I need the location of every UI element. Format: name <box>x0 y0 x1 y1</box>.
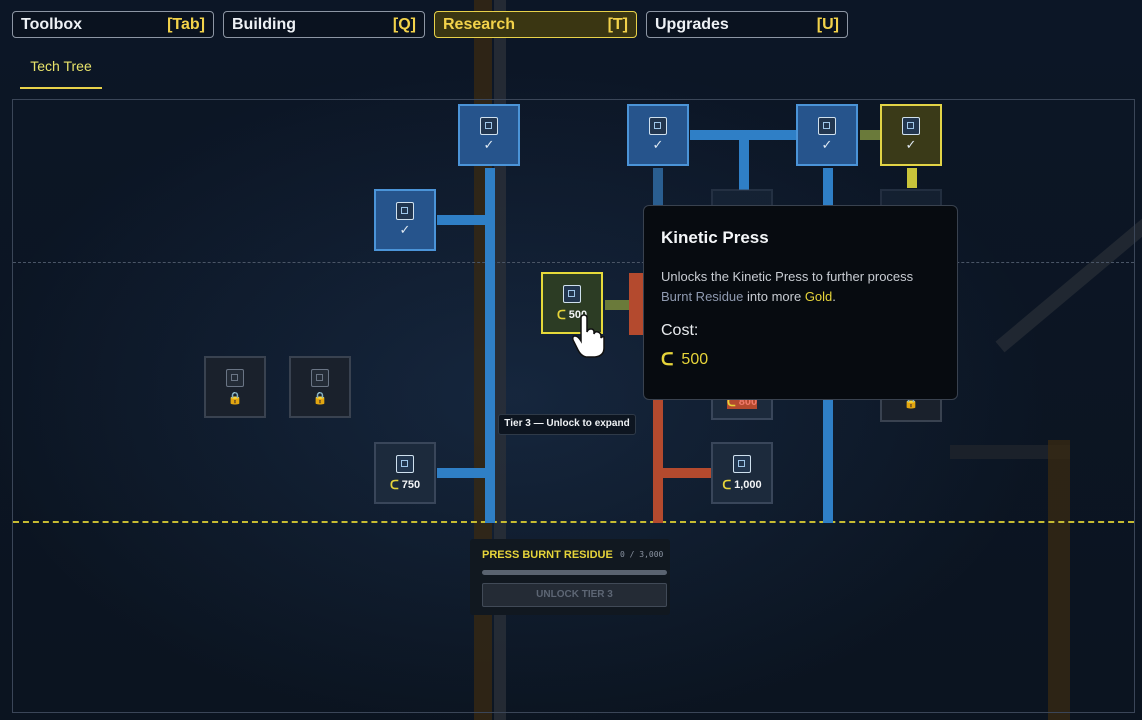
tech-node-camera[interactable]: ✓ <box>458 104 520 166</box>
chip-icon <box>902 117 920 135</box>
tab-hotkey: [Q] <box>392 15 416 33</box>
tech-connector <box>437 468 492 478</box>
tab-toolbox[interactable]: Toolbox [Tab] <box>12 11 214 38</box>
researched-check-icon: ✓ <box>905 138 917 153</box>
researched-check-icon: ✓ <box>821 138 833 153</box>
tech-connector <box>653 168 663 208</box>
coin-icon: ᑕ <box>556 307 566 322</box>
tab-upgrades[interactable]: Upgrades [U] <box>646 11 848 38</box>
coin-icon: ᑕ <box>722 477 732 492</box>
tooltip-cost-label: Cost: <box>661 322 699 339</box>
researched-check-icon: ✓ <box>652 138 664 153</box>
main-tab-bar: Toolbox [Tab] Building [Q] Research [T] … <box>12 11 848 38</box>
tab-hotkey: [T] <box>607 15 628 33</box>
tooltip-title: Kinetic Press <box>661 228 769 247</box>
tier-3-divider <box>13 521 1134 523</box>
tech-node-gallery[interactable]: ✓ <box>796 104 858 166</box>
tab-label: Toolbox <box>21 15 83 33</box>
coin-icon: ᑕ <box>389 477 399 492</box>
lock-icon: 🔒 <box>227 391 243 405</box>
tech-connector <box>605 300 635 310</box>
unlock-tier-button[interactable]: UNLOCK TIER 3 <box>482 583 667 607</box>
coin-icon: ᑕ <box>726 394 736 409</box>
tab-building[interactable]: Building [Q] <box>223 11 425 38</box>
tab-label: Upgrades <box>655 15 729 33</box>
tech-connector <box>653 400 663 523</box>
tech-connector <box>629 273 643 335</box>
tab-label: Research <box>443 15 516 33</box>
tab-label: Building <box>232 15 296 33</box>
tech-node-chip[interactable]: ✓ <box>880 104 942 166</box>
tech-connector <box>739 130 749 190</box>
background-pipe <box>950 445 1070 459</box>
subtab-tech-tree[interactable]: Tech Tree <box>20 57 102 89</box>
tooltip-description: Unlocks the Kinetic Press to further pro… <box>661 269 914 304</box>
screen-icon <box>649 117 667 135</box>
unlock-requirement: PRESS BURNT RESIDUE <box>482 549 613 561</box>
unlock-progress-text: 0 / 3,000 <box>620 550 664 559</box>
camera-icon <box>480 117 498 135</box>
tier-3-label: Tier 3 — Unlock to expand <box>498 414 636 435</box>
resource-name: Gold <box>804 289 833 304</box>
tab-research[interactable]: Research [T] <box>434 11 637 38</box>
tech-node-panel[interactable]: ✓ <box>374 189 436 251</box>
researched-check-icon: ✓ <box>399 223 411 238</box>
tech-node-locked[interactable]: 🔒 <box>289 356 351 418</box>
gallery-icon <box>818 117 836 135</box>
tech-connector <box>907 168 917 188</box>
hand-cursor-icon <box>572 314 605 358</box>
tier-divider <box>13 262 1134 263</box>
projector-icon <box>226 369 244 387</box>
lock-icon: 🔒 <box>312 391 328 405</box>
crusher-icon <box>733 454 751 473</box>
tab-hotkey: [Tab] <box>167 15 205 33</box>
tech-connector <box>437 215 492 225</box>
core-icon <box>396 454 414 473</box>
tab-hotkey: [U] <box>816 15 839 33</box>
unlock-progress-bar <box>482 570 667 575</box>
panel-icon <box>396 202 414 220</box>
tech-tooltip: Kinetic Press Unlocks the Kinetic Press … <box>643 205 958 400</box>
tech-connector <box>860 130 880 140</box>
coin-icon: ᑕ <box>661 350 674 369</box>
press-icon <box>563 284 581 303</box>
background-pipe <box>1048 440 1070 720</box>
tech-connector <box>485 168 495 523</box>
tech-connector <box>653 468 713 478</box>
tech-node-screen[interactable]: ✓ <box>627 104 689 166</box>
resource-name: Burnt Residue <box>661 289 744 304</box>
tier-unlock-panel: PRESS BURNT RESIDUE 0 / 3,000 UNLOCK TIE… <box>470 539 670 615</box>
module-icon <box>311 369 329 387</box>
tech-node-locked[interactable]: 🔒 <box>204 356 266 418</box>
researched-check-icon: ✓ <box>483 138 495 153</box>
